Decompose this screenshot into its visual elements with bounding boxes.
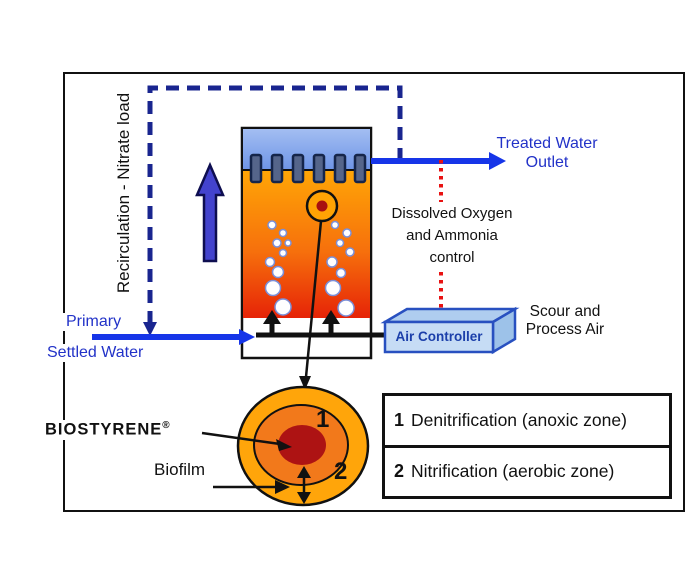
diagram-border — [63, 72, 685, 512]
outlet-label-line1: Treated Water — [496, 135, 598, 152]
inlet-arrowhead-icon — [239, 329, 255, 345]
biostyrene-name: BIOSTYRENE — [45, 420, 163, 439]
scour-process-air-label: Scour and Process Air — [508, 303, 622, 338]
reactor-vessel — [240, 126, 373, 360]
zone2-number: 2 — [334, 458, 348, 485]
do-control-line2: and Ammonia — [406, 227, 498, 244]
outlet-arrow — [371, 152, 506, 170]
biofilm-label: Biofilm — [152, 460, 208, 480]
legend-text-1: Denitrification (anoxic zone) — [411, 409, 627, 430]
biostyrene-label: BIOSTYRENE® — [43, 420, 172, 440]
legend-num-2: 2 — [394, 461, 405, 482]
upflow-arrow-icon — [195, 161, 225, 263]
outlet-label-line2: Outlet — [525, 154, 569, 171]
outlet-arrowhead-icon — [489, 152, 506, 170]
air-controller-box — [380, 306, 520, 355]
legend-text-2: Nitrification (aerobic zone) — [411, 461, 615, 482]
effluent-nozzles — [249, 153, 367, 184]
inlet-label-line2: Settled Water — [44, 344, 147, 362]
inlet-label-line1: Primary — [63, 313, 125, 331]
zone1-number: 1 — [316, 406, 330, 433]
do-control-line3: control — [429, 249, 475, 266]
air-bubbles — [264, 220, 355, 317]
inlet-arrow — [92, 329, 255, 345]
air-controller-label: Air Controller — [395, 329, 483, 344]
biofilm-pointer — [213, 480, 290, 494]
outlet-label: Treated Water Outlet — [471, 134, 623, 172]
biofilm-thickness-arrow-icon — [297, 466, 311, 504]
bead-detail-pointer — [299, 220, 323, 390]
air-arrowhead-right-icon — [322, 310, 340, 324]
media-bead-marker — [305, 189, 339, 223]
media-bead-detail — [236, 385, 370, 507]
scour-line2: Process Air — [525, 320, 605, 338]
scour-line1: Scour and — [529, 303, 601, 320]
do-control-line1: Dissolved Oxygen — [391, 205, 513, 222]
reactor-water-top — [243, 129, 370, 170]
recirculation-arrowhead-icon — [143, 322, 157, 336]
recirculation-label: Recirculation - Nitrate load — [114, 92, 133, 294]
recirculation-line — [143, 85, 403, 336]
reactor-media-bed — [243, 170, 370, 318]
legend-num-1: 1 — [394, 409, 405, 430]
legend-row-denitrification: 1 Denitrification (anoxic zone) — [385, 396, 669, 448]
air-line — [256, 310, 386, 338]
air-arrowhead-left-icon — [263, 310, 281, 324]
legend-box: 1 Denitrification (anoxic zone) 2 Nitrif… — [382, 393, 672, 499]
legend-row-nitrification: 2 Nitrification (aerobic zone) — [385, 448, 669, 497]
do-ammonia-control-label: Dissolved Oxygen and Ammonia control — [382, 203, 522, 269]
registered-trademark-icon: ® — [162, 420, 170, 431]
biostyrene-pointer — [201, 431, 292, 451]
